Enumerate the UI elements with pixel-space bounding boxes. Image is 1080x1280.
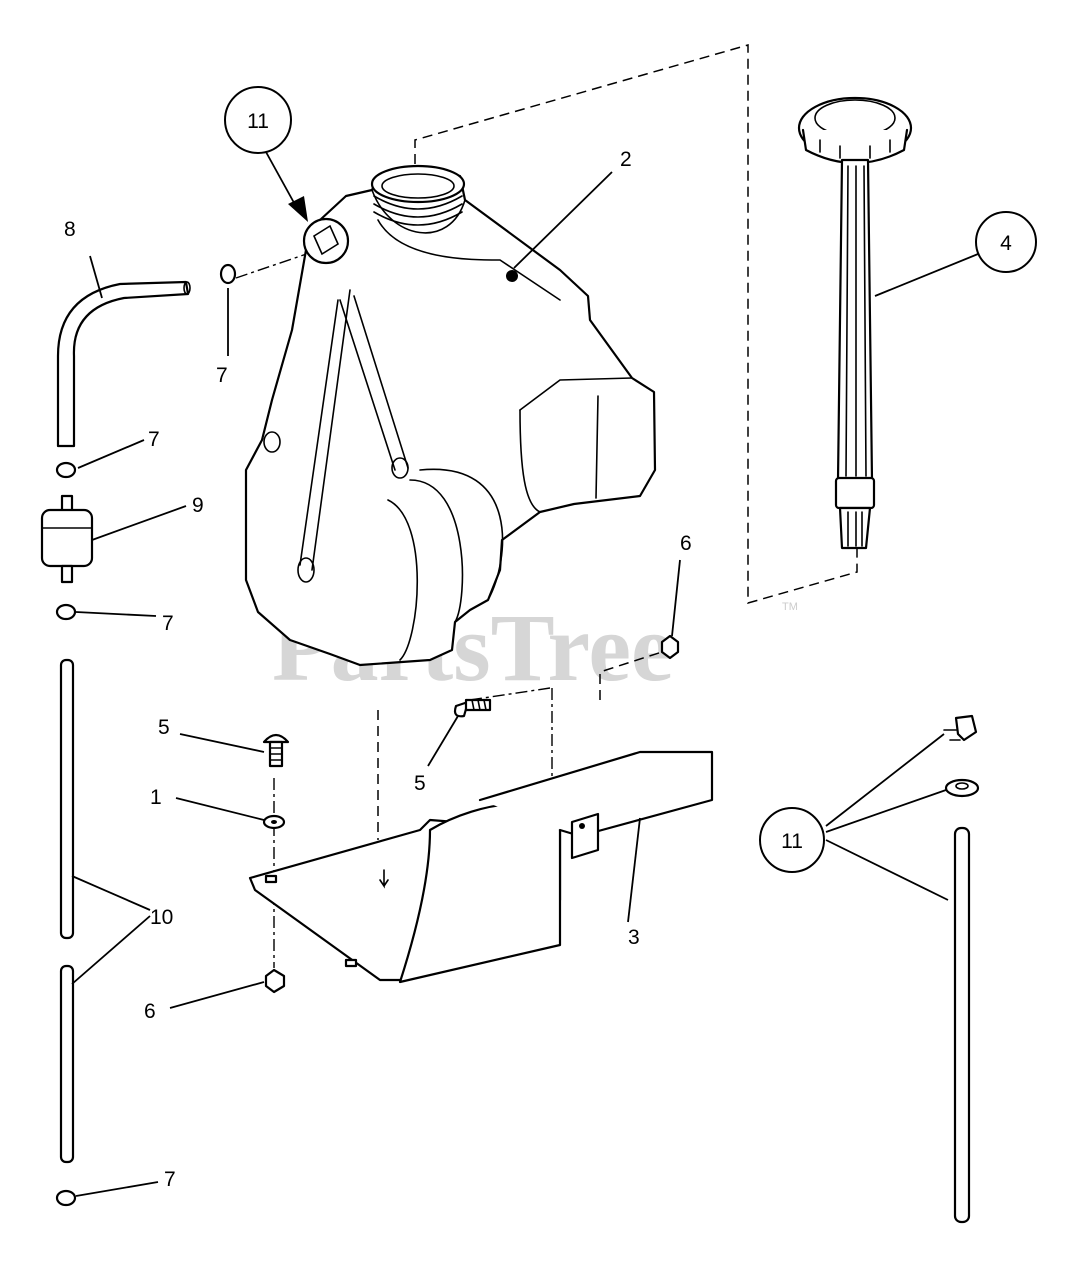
callout-4: 4 xyxy=(1000,232,1012,255)
callout-numbers: 2 3 8 7 7 9 7 5 1 10 6 7 5 6 xyxy=(64,148,692,1191)
tank-outlet-fitting xyxy=(302,217,350,265)
vent-line-fittings xyxy=(943,714,980,1224)
hardware xyxy=(262,634,680,994)
callout-5-b: 5 xyxy=(414,772,426,795)
leader-lines xyxy=(71,151,979,1197)
fuel-hose-bent xyxy=(56,280,191,448)
callout-9: 9 xyxy=(192,494,204,517)
callout-1: 1 xyxy=(150,786,162,809)
fuel-lines xyxy=(59,658,75,1164)
callout-5-a: 5 xyxy=(158,716,170,739)
callout-11-right: 11 xyxy=(781,830,803,853)
circle-callout-11-top: 11 xyxy=(224,86,292,154)
fuel-filter xyxy=(40,494,94,584)
callout-6-b: 6 xyxy=(680,532,692,555)
callout-2: 2 xyxy=(620,148,632,171)
tank-bracket xyxy=(248,750,714,984)
watermark-trademark: TM xyxy=(782,601,798,613)
assembly-guide-lines xyxy=(235,44,858,968)
callout-7-b: 7 xyxy=(148,428,160,451)
callout-3: 3 xyxy=(628,926,640,949)
hose-clamps xyxy=(55,263,237,1207)
callout-7-c: 7 xyxy=(162,612,174,635)
tank-filler-neck xyxy=(370,164,466,226)
callout-8: 8 xyxy=(64,218,76,241)
callout-7-d: 7 xyxy=(164,1168,176,1191)
callout-10: 10 xyxy=(150,906,173,929)
fuel-cap-gauge xyxy=(797,96,913,550)
callout-11-top: 11 xyxy=(247,110,269,133)
fuel-tank xyxy=(244,174,657,667)
circle-callout-4: 4 xyxy=(975,211,1037,273)
circle-callout-11-right: 11 xyxy=(759,807,825,873)
callout-6-a: 6 xyxy=(144,1000,156,1023)
callout-7-a: 7 xyxy=(216,364,228,387)
